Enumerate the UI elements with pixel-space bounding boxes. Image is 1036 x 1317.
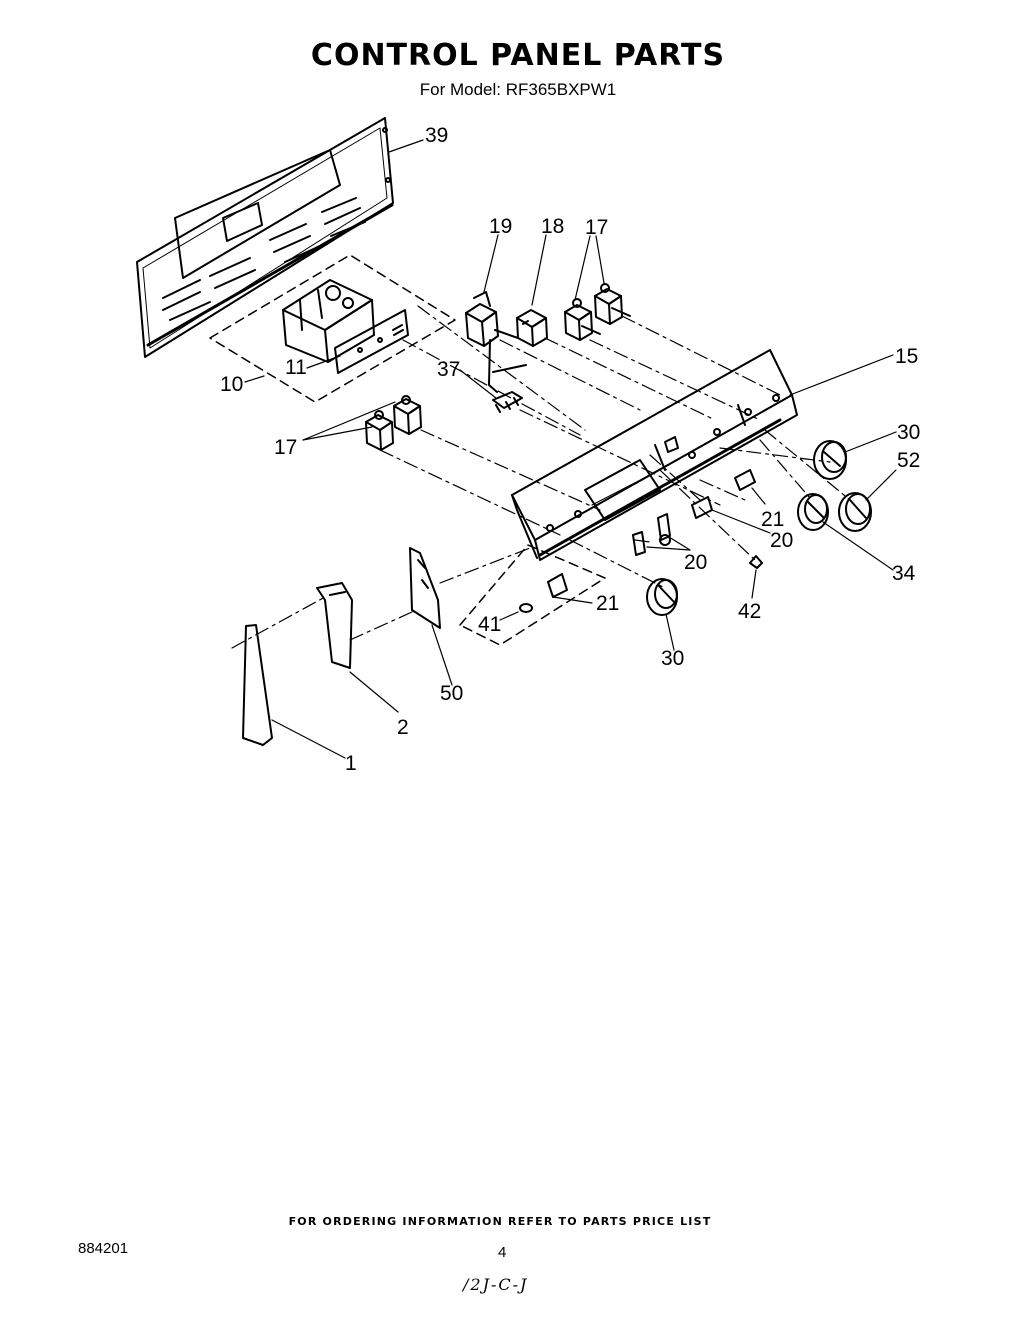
callout-2: 2 bbox=[397, 716, 409, 739]
callout-37: 37 bbox=[437, 358, 460, 381]
ordering-note: FOR ORDERING INFORMATION REFER TO PARTS … bbox=[288, 1215, 712, 1228]
knob-insert-42 bbox=[749, 555, 763, 569]
callout-15: 15 bbox=[895, 345, 918, 368]
callout-42: 42 bbox=[738, 600, 761, 623]
control-knob-34 bbox=[797, 493, 829, 531]
leader-lines bbox=[244, 139, 897, 759]
callout-17-top: 17 bbox=[585, 216, 608, 239]
page-number: 4 bbox=[498, 1244, 507, 1261]
callout-17-left: 17 bbox=[274, 436, 297, 459]
control-console bbox=[511, 349, 798, 561]
model-subtitle: For Model: RF365BXPW1 bbox=[419, 80, 617, 99]
side-bracket-50 bbox=[409, 547, 441, 629]
callout-21-lower: 21 bbox=[596, 592, 619, 615]
indicator-light bbox=[519, 573, 568, 613]
callout-34: 34 bbox=[892, 562, 916, 585]
push-button-switches bbox=[632, 469, 756, 556]
end-cap-2 bbox=[316, 582, 353, 669]
callout-50: 50 bbox=[440, 682, 463, 705]
infinite-switch-left-front bbox=[365, 410, 394, 451]
callout-10: 10 bbox=[220, 373, 243, 396]
indicator-light-outline bbox=[459, 544, 606, 646]
callout-30-lower: 30 bbox=[661, 647, 684, 670]
relay-switch bbox=[516, 309, 548, 347]
clock-assembly-outline bbox=[209, 254, 456, 403]
infinite-switch-top-right bbox=[594, 283, 631, 325]
sensor-part bbox=[492, 364, 527, 413]
callout-20-right: 20 bbox=[770, 529, 793, 552]
alignment-lines bbox=[231, 305, 851, 649]
infinite-switch-top-left bbox=[564, 298, 601, 341]
page-title: CONTROL PANEL PARTS bbox=[310, 38, 726, 73]
callout-1: 1 bbox=[345, 752, 357, 775]
callout-52: 52 bbox=[897, 449, 920, 472]
callout-18: 18 bbox=[541, 215, 564, 238]
callout-21-right: 21 bbox=[761, 508, 784, 531]
control-knob-30-right bbox=[813, 440, 847, 480]
callout-30-right: 30 bbox=[897, 421, 920, 444]
callout-11: 11 bbox=[285, 356, 307, 379]
clock-timer-assembly bbox=[282, 279, 409, 374]
callout-19: 19 bbox=[489, 215, 512, 238]
control-knob-30-lower bbox=[646, 578, 678, 616]
document-number: 884201 bbox=[78, 1240, 129, 1257]
side-trim-1 bbox=[242, 624, 273, 746]
callout-41: 41 bbox=[478, 613, 501, 636]
handwritten-note: /2J-C-J bbox=[463, 1275, 529, 1294]
oven-switch bbox=[465, 291, 519, 393]
callout-20-mid: 20 bbox=[684, 551, 707, 574]
control-knob-52 bbox=[838, 492, 872, 532]
infinite-switch-left-back bbox=[393, 395, 422, 435]
backguard-panel bbox=[136, 117, 394, 358]
callout-39: 39 bbox=[425, 124, 448, 147]
